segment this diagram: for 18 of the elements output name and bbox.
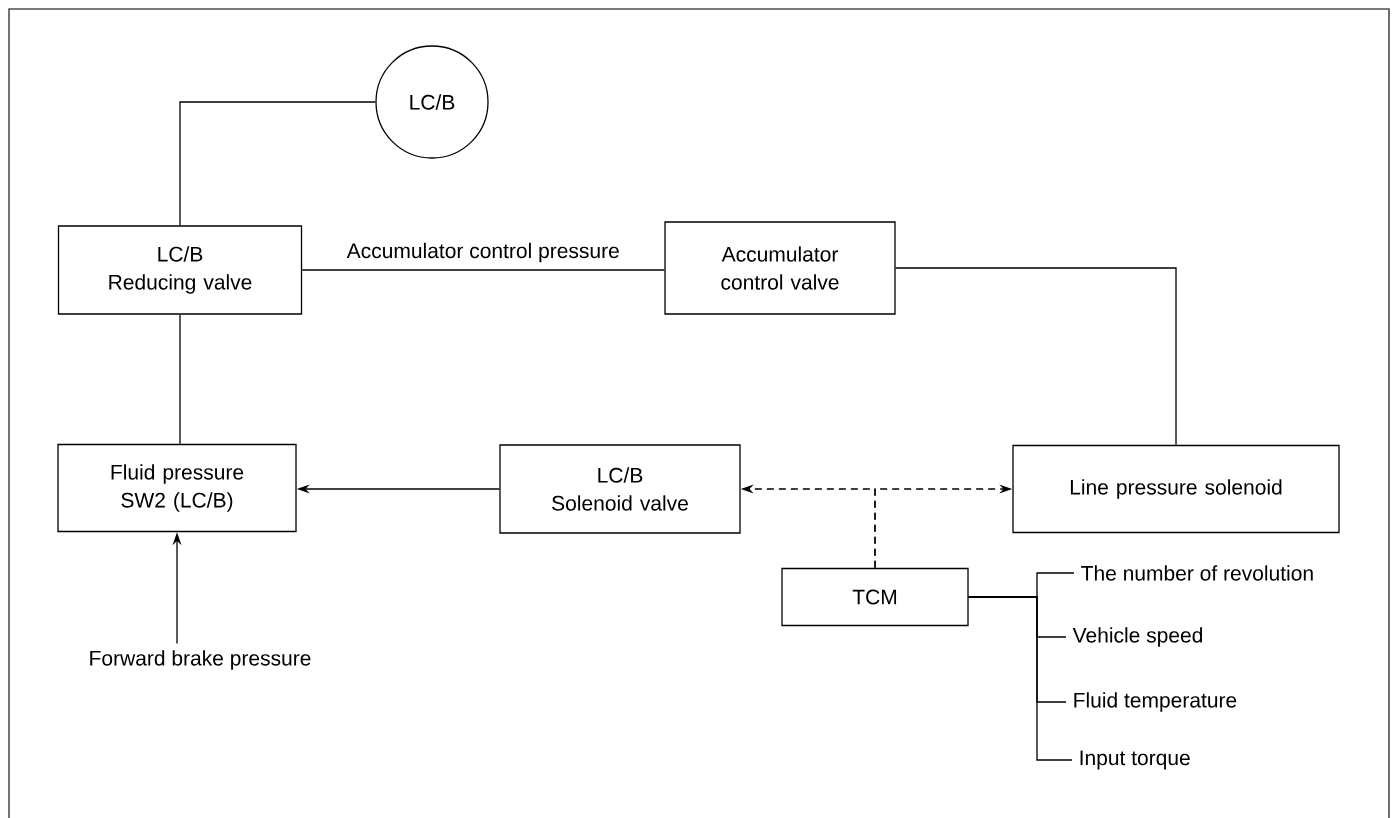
connector-line — [179, 314, 181, 445]
signal-label: The number of revolution — [1081, 565, 1313, 581]
process-box: TCM — [781, 567, 969, 627]
circle-node: LC/B — [375, 45, 489, 159]
signal-label: Input torque — [1080, 750, 1190, 770]
connector-line — [301, 269, 665, 271]
signal-label: Fluid temperature — [1074, 692, 1237, 712]
process-box: Accumulator control valve — [664, 221, 896, 315]
connector-line — [968, 596, 1073, 761]
process-box: Fluid pressure SW2 (LC/B) — [57, 443, 297, 533]
process-box: LC/B Reducing valve — [57, 225, 303, 315]
connector-line — [895, 267, 1177, 446]
signal-label: Forward brake pressure — [90, 650, 311, 670]
process-box: LC/B Solenoid valve — [499, 444, 741, 534]
signal-label: Vehicle speed — [1072, 627, 1202, 647]
process-box: Line pressure solenoid — [1012, 444, 1340, 534]
connector-line — [179, 101, 376, 226]
edge-label: Accumulator control pressure — [344, 240, 622, 265]
